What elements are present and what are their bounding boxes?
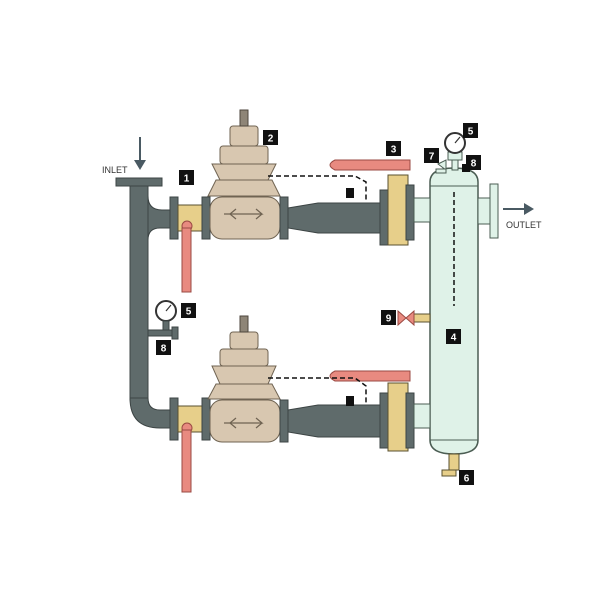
badge-separator: 4 bbox=[446, 329, 461, 344]
svg-text:4: 4 bbox=[451, 333, 457, 344]
badge-vent: 7 bbox=[424, 148, 439, 163]
svg-text:2: 2 bbox=[268, 134, 274, 145]
badge-outlet-valve: 3 bbox=[386, 141, 401, 156]
upper-valve-handle[interactable] bbox=[181, 227, 192, 293]
svg-text:5: 5 bbox=[186, 307, 192, 318]
svg-text:8: 8 bbox=[161, 344, 167, 355]
svg-text:5: 5 bbox=[468, 127, 474, 138]
drain-valve[interactable] bbox=[441, 453, 460, 477]
svg-text:7: 7 bbox=[429, 152, 435, 163]
lower-pressure-regulator[interactable] bbox=[207, 315, 289, 443]
outlet-nozzle bbox=[477, 183, 499, 239]
outlet-label: OUTLET bbox=[506, 220, 542, 230]
upper-outlet-valve[interactable] bbox=[329, 159, 415, 246]
separator-pressure-gauge[interactable] bbox=[444, 132, 466, 171]
upper-pressure-regulator[interactable] bbox=[207, 109, 289, 240]
lower-valve-handle[interactable] bbox=[181, 429, 192, 493]
badge-tap-top: 8 bbox=[466, 155, 481, 170]
outlet-arrow-icon bbox=[503, 203, 534, 215]
lower-outlet-valve-handle[interactable] bbox=[329, 370, 411, 382]
upper-ball-valve[interactable] bbox=[169, 196, 211, 293]
upper-outlet-valve-handle[interactable] bbox=[329, 159, 411, 171]
svg-text:8: 8 bbox=[471, 159, 477, 170]
svg-text:1: 1 bbox=[184, 174, 190, 185]
air-vent[interactable] bbox=[435, 159, 447, 174]
badge-regulator: 2 bbox=[263, 130, 278, 145]
upper-sensing-valve[interactable] bbox=[346, 188, 354, 198]
side-valve[interactable] bbox=[397, 309, 431, 327]
mid-pressure-gauge[interactable] bbox=[147, 300, 179, 340]
badge-gauge-mid: 5 bbox=[181, 303, 196, 318]
badge-side-valve: 9 bbox=[381, 310, 396, 325]
lower-sensing-valve[interactable] bbox=[346, 396, 354, 406]
upper-sensing-line bbox=[268, 175, 367, 200]
svg-text:9: 9 bbox=[386, 314, 392, 325]
inlet-label: INLET bbox=[102, 165, 128, 175]
badge-drain: 6 bbox=[459, 470, 474, 485]
separator-vessel bbox=[413, 167, 479, 455]
inlet-arrow-icon bbox=[134, 137, 146, 170]
badge-valve: 1 bbox=[179, 170, 194, 185]
lower-expansion-pipe bbox=[287, 392, 389, 449]
upper-expansion-pipe bbox=[287, 189, 389, 246]
svg-text:6: 6 bbox=[464, 474, 470, 485]
svg-text:3: 3 bbox=[391, 145, 397, 156]
badge-tap-mid: 8 bbox=[156, 340, 171, 355]
lower-ball-valve[interactable] bbox=[169, 397, 211, 493]
lower-sensing-line bbox=[268, 377, 367, 404]
inlet-header-pipe bbox=[115, 177, 173, 429]
badge-gauge-top: 5 bbox=[463, 123, 478, 138]
